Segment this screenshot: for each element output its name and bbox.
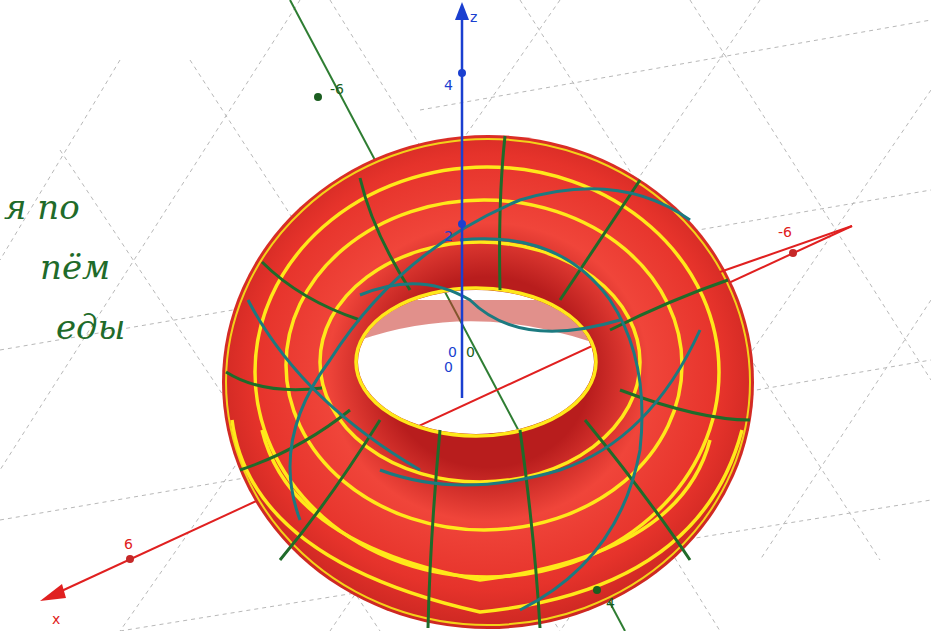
tick-label: 6 bbox=[124, 537, 133, 551]
axes bbox=[40, 0, 852, 631]
tick-label: 4 bbox=[444, 78, 453, 92]
torus bbox=[55, 0, 852, 631]
tick-label: 2 bbox=[444, 229, 453, 243]
caption-text: пём bbox=[40, 250, 110, 284]
axis-name: z bbox=[470, 10, 477, 24]
axis-name: x bbox=[52, 612, 60, 626]
axes-front bbox=[455, 2, 852, 594]
tick-label: 0 bbox=[466, 345, 475, 359]
caption-text: я по bbox=[4, 190, 80, 224]
tick-label: -6 bbox=[330, 82, 344, 96]
tick-label: 0 bbox=[444, 360, 453, 374]
tick-label: -6 bbox=[778, 225, 792, 239]
tick-label: 0 bbox=[448, 345, 457, 359]
caption-text: еды bbox=[56, 310, 125, 344]
tick-label: 4 bbox=[606, 596, 615, 610]
